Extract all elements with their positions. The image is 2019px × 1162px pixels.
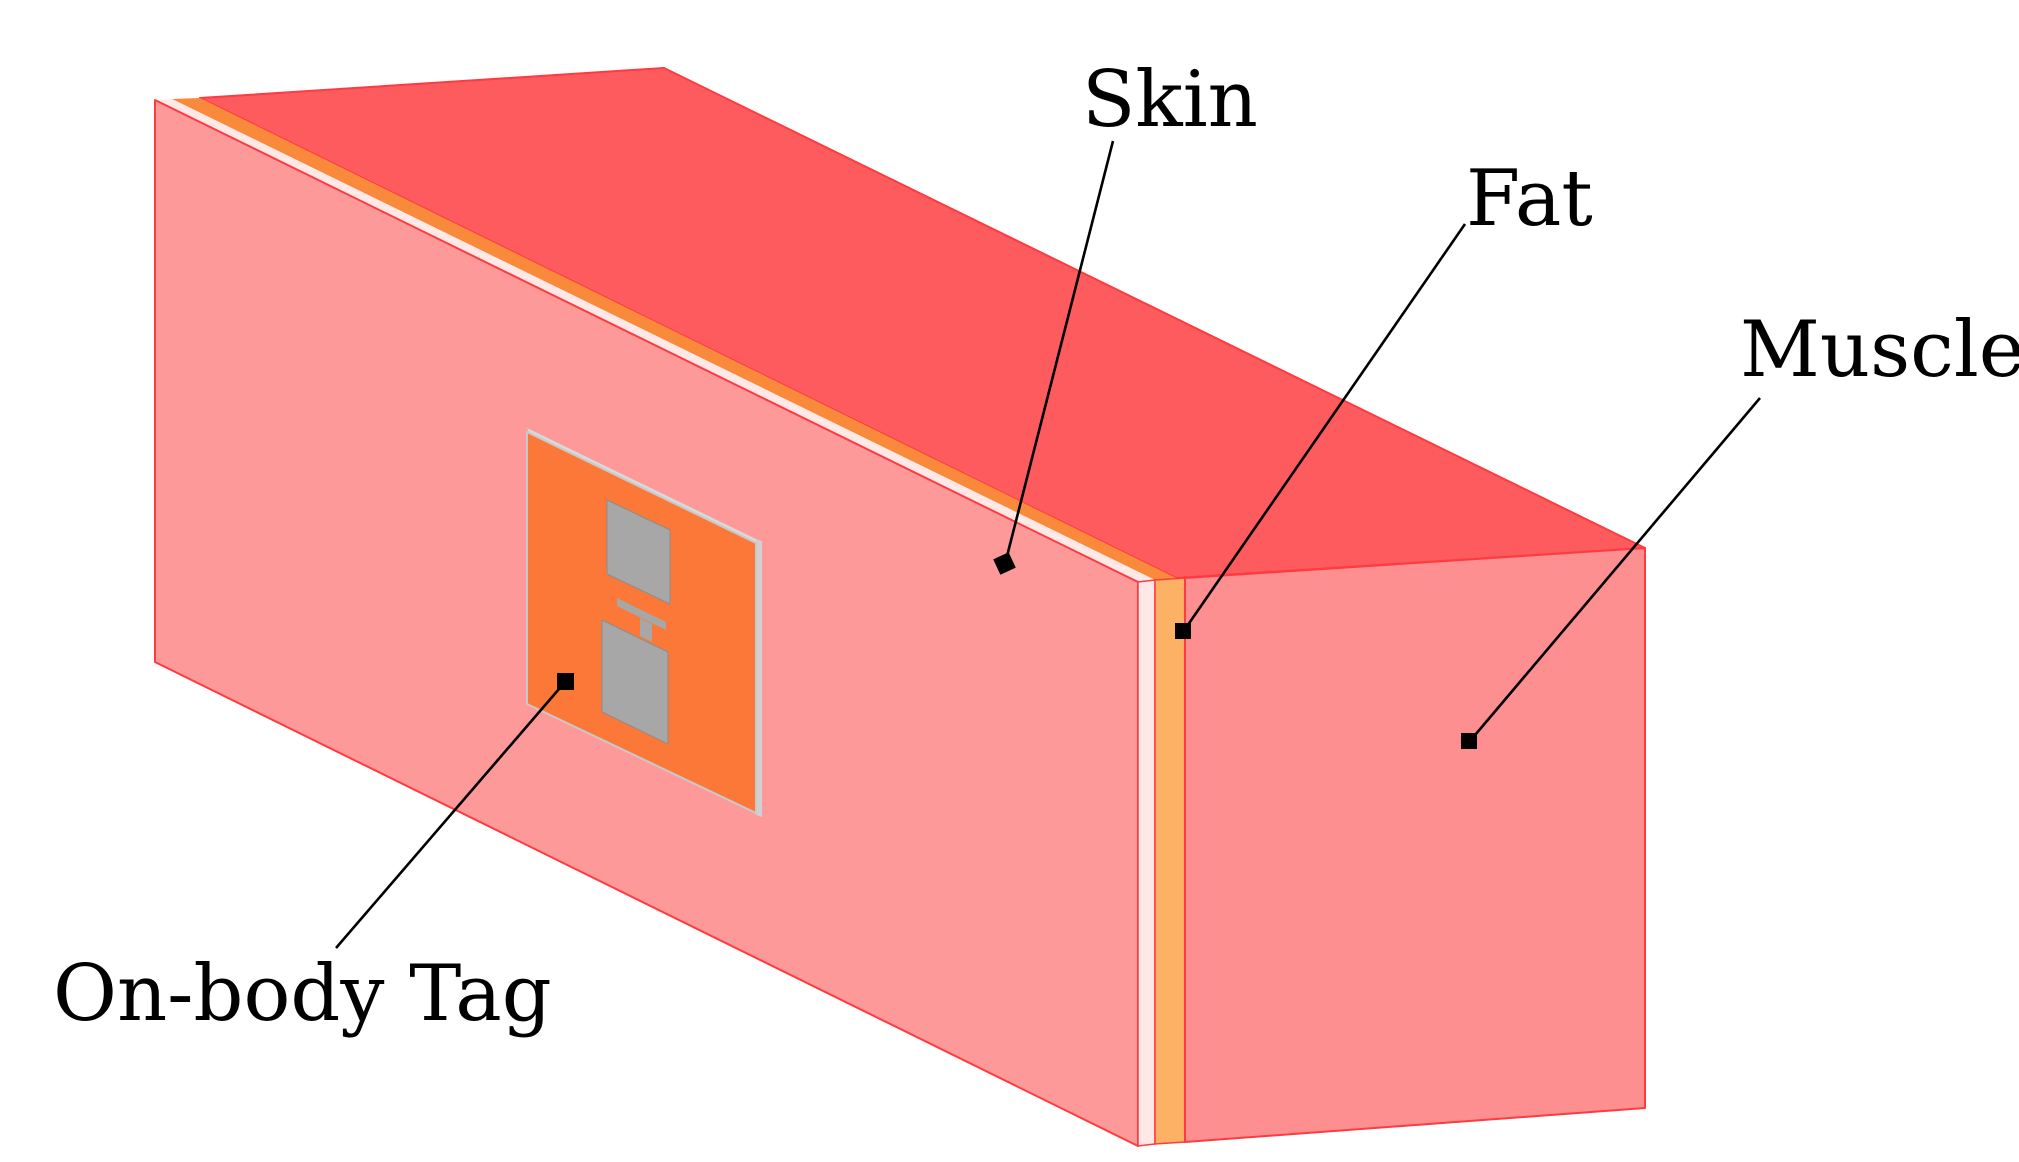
fat-leader-line [1181,223,1467,633]
fat-end-layer [1154,577,1186,1145]
tag-label: On-body Tag [53,949,552,1039]
muscle-marker [1461,733,1477,749]
fat-label: Fat [1466,154,1593,244]
tag-antenna-feed-lower [640,618,652,642]
skin-marker [993,552,1016,575]
muscle-leader-line [1469,397,1761,742]
skin-label: Skin [1082,55,1258,145]
muscle-end-face [1184,547,1646,1143]
fat-marker [1175,623,1191,639]
skin-end-layer [1137,579,1156,1147]
tag-marker [557,673,574,690]
tag-leader-line [335,681,566,949]
skin-top-strip [155,99,1155,582]
tag-antenna-upper-patch [606,499,671,605]
fat-top-strip [172,98,1176,580]
on-body-tag [526,428,762,817]
tag-antenna-feed-upper [617,598,666,630]
tag-substrate-side [756,539,762,817]
tag-antenna-lower-patch [601,619,669,745]
muscle-label: Muscle [1740,305,2019,395]
tag-substrate-edge [527,428,758,543]
skin-leader-line [1003,140,1115,565]
